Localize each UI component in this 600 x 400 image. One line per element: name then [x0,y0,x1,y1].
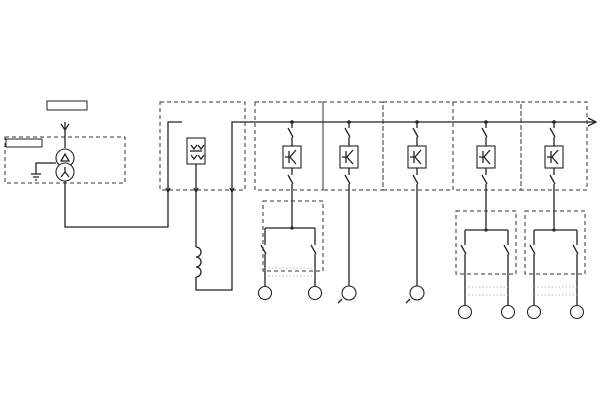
sub-contact-icon [572,230,579,305]
motor-panel-4 [455,210,517,275]
switch-symbol [339,145,359,169]
breaker-contact-icon [412,122,419,146]
filter-symbol [186,137,206,165]
breaker-contact-icon [344,168,351,192]
sub-contact-icon [529,230,536,305]
breaker-contact-icon [412,168,419,192]
supply-cable [64,181,169,228]
motor-icon [257,285,273,301]
motor-icon [526,304,542,320]
motor-icon [409,285,425,301]
motor-icon [569,304,585,320]
motor-panel-1 [262,200,324,272]
label-box-left [5,138,43,148]
incoming-arrow-icon [60,123,70,132]
motor-lead [405,298,411,304]
breaker-contact-icon [481,168,488,192]
switch-symbol [476,145,496,169]
sub-contact-icon [503,230,510,305]
reactor-coil-icon [195,246,202,278]
busbar-arrow-icon [587,117,598,127]
filter-panel [159,101,246,191]
breaker-contact-icon [344,122,351,146]
ground-lead [35,162,56,174]
breaker-contact-icon [287,168,294,192]
breaker-contact-icon [549,122,556,146]
motor-icon [341,285,357,301]
breaker-contact-icon [481,122,488,146]
ground-icon [31,173,41,181]
label-box-top [46,100,88,111]
panel-terminals [165,187,235,194]
motor-lead [337,298,343,304]
sub-contact-icon [460,230,467,305]
sub-contact-icon [310,228,317,286]
motor-panel-5 [524,210,586,275]
reactor-return [195,190,233,291]
switch-symbol [407,145,427,169]
feeder-panel-4 [452,101,522,191]
switch-symbol [282,145,302,169]
breaker-contact-icon [549,168,556,192]
motor-icon [457,304,473,320]
switch-symbol [544,145,564,169]
filter-feed [167,121,182,190]
main-busbar [231,121,596,190]
motor-icon [500,304,516,320]
breaker-contact-icon [287,122,294,146]
transformer-symbol [55,148,75,182]
motor-icon [307,285,323,301]
feeder-panel-2 [322,101,384,191]
